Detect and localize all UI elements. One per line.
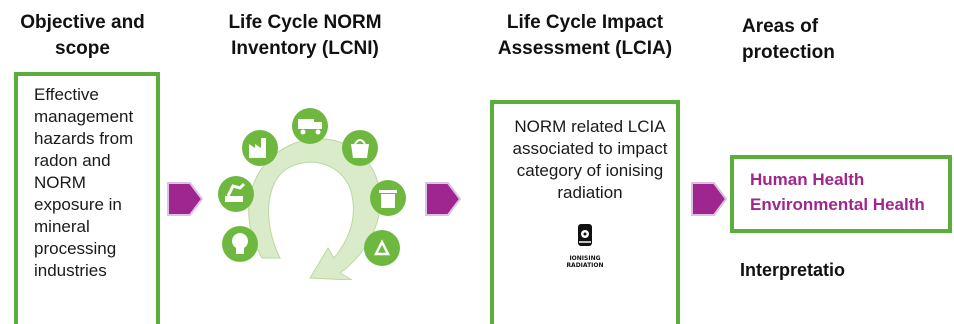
header-objective-scope: Objective and scope (20, 12, 145, 59)
human-health-label: Human Health (750, 170, 865, 189)
header-areas-of-protection: Areas of protection (742, 16, 835, 63)
objective-box (14, 72, 160, 324)
shopping-bag-icon (342, 130, 378, 166)
interpretation-label: Interpretatio (740, 260, 846, 280)
flow-arrow-2 (425, 182, 462, 216)
factory-icon (242, 130, 278, 166)
ionising-radiation-icon (578, 224, 592, 246)
truck-icon (292, 108, 328, 144)
header-lcni: Life Cycle NORM Inventory (LCNI) (228, 12, 382, 59)
lcia-text: NORM related LCIA associated to impact c… (512, 117, 668, 202)
life-cycle-graphic (218, 108, 406, 280)
flow-arrow-1 (167, 182, 204, 216)
trash-can-icon (370, 180, 406, 216)
lcia-box (490, 100, 680, 324)
excavator-icon (218, 176, 254, 212)
flow-arrow-3 (691, 182, 728, 216)
recycle-icon (364, 230, 400, 266)
head-lightbulb-icon (222, 226, 258, 262)
objective-text: Effective management hazards from radon … (34, 85, 134, 280)
environmental-health-label: Environmental Health (750, 195, 925, 214)
ionising-radiation-label: IONISING RADIATION (566, 255, 604, 269)
header-lcia: Life Cycle Impact Assessment (LCIA) (497, 12, 673, 59)
areas-box (730, 155, 952, 233)
